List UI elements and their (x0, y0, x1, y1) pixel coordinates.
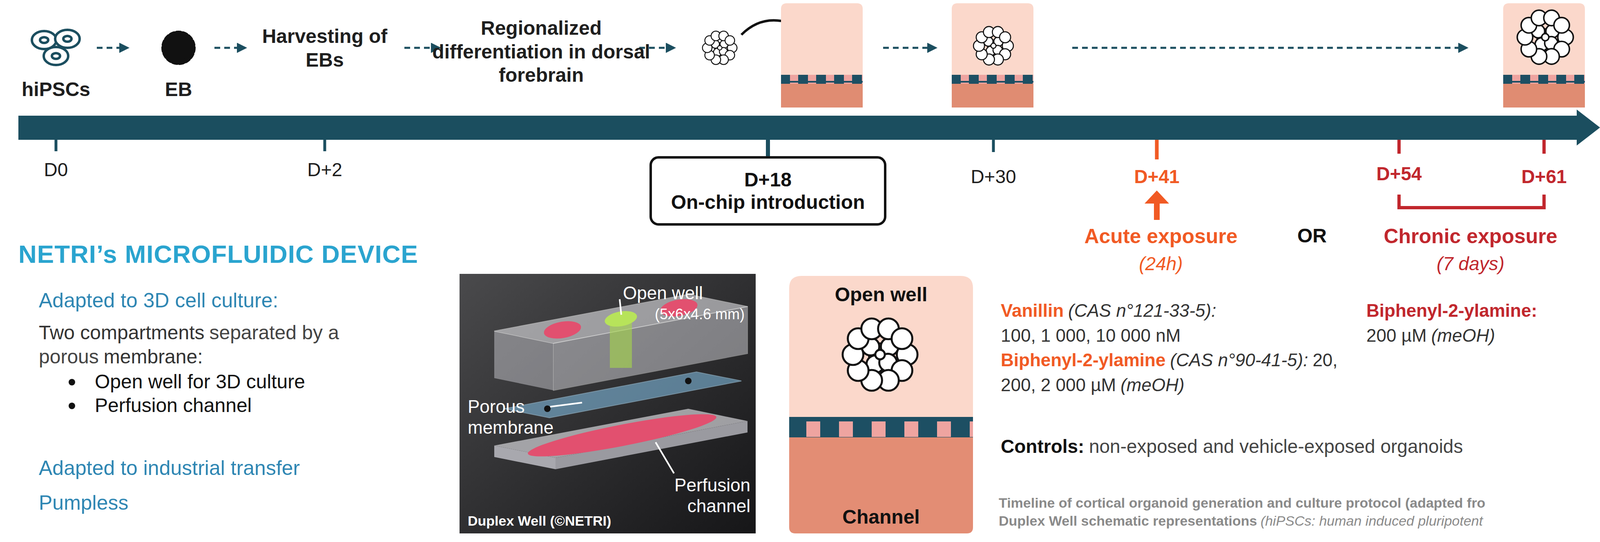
label-text: Adapted to 3D cell culture: (38, 287, 279, 313)
label-text: Two compartments (38, 321, 205, 344)
label-text: EB (165, 77, 193, 102)
label-text: D+54 (1376, 162, 1422, 186)
label-text: (CAS n°90-41-5): (1169, 349, 1308, 370)
label-text: D+61 (1521, 165, 1567, 188)
label-text: Biphenyl-2-ylamine (1000, 349, 1166, 370)
label-text: hiPSCs (21, 77, 91, 102)
label-text: Harvesting of EBs (259, 24, 391, 72)
label-text: separated by a (209, 321, 340, 344)
panel-text: Channel (842, 505, 920, 528)
label-text: D+2 (307, 158, 343, 181)
text-group: Vanillin(CAS n°121-33-5): 100, 1 000, 10 … (1000, 298, 1353, 398)
caption: Timeline of cortical organoid generation… (998, 494, 1486, 511)
photo-panel: Open well(5x6x4.6 mm) Porous membranePerf… (459, 273, 756, 534)
panel-text: Duplex Well (©NETRI) (467, 512, 612, 529)
label-text: membrane: (103, 345, 204, 368)
panel-text: Open well (834, 283, 928, 306)
label-text: (meOH) (1431, 325, 1496, 346)
text-group: Two compartmentsseparated by a porousmemb… (38, 320, 448, 369)
label-text: (CAS n°121-33-5): (1068, 300, 1217, 321)
label-text: (meOH) (1120, 374, 1185, 395)
label-text: (hiPSCs: human induced pluripotent (1260, 512, 1483, 529)
label-text: Vanillin (1000, 300, 1064, 321)
label-text: porous (38, 345, 99, 368)
label-text: Duplex Well schematic representations (998, 512, 1257, 529)
label-text: Regionalized differentiation in dorsal f… (426, 16, 656, 88)
label-text: Chronic exposure (1383, 223, 1558, 249)
label-text: Adapted to industrial transfer (38, 455, 300, 480)
box-text: On-chip introduction (651, 190, 884, 214)
label-text: Pumpless (38, 490, 129, 515)
timeline-box: D+18On-chip introduction (649, 156, 887, 226)
text-group: Biphenyl-2-ylamine: 200 µM(meOH) (1366, 298, 1596, 348)
label-text: (7 days) (1436, 252, 1505, 275)
label-text: 100, 1 000, 10 000 nM (1000, 325, 1181, 346)
label-text: Acute exposure (1084, 223, 1238, 249)
label-text: D+41 (1133, 165, 1180, 188)
panel-text: Porous membrane (467, 396, 574, 438)
label-text: Perfusion channel (94, 393, 252, 418)
label-text: non-exposed and vehicle-exposed organoid… (1088, 435, 1464, 457)
box-text: D+18 (651, 168, 884, 191)
panel-text: Open well (622, 282, 703, 304)
label-text: D0 (44, 158, 69, 181)
text-group: Timeline of cortical organoid generation… (998, 493, 1489, 530)
panel-text: (5x6x4.6 mm) (654, 305, 745, 323)
label-text: Controls: (1000, 435, 1085, 457)
text-group: Controls:non-exposed and vehicle-exposed… (1000, 435, 1468, 458)
panel-text: Perfusion channel (652, 474, 751, 516)
schematic-panel: Open wellChannel (789, 275, 973, 534)
section-title: NETRI’s MICROFLUIDIC DEVICE (18, 238, 419, 270)
label-text: Biphenyl-2-ylamine: (1366, 300, 1538, 321)
label-text: OR (1297, 223, 1327, 248)
label-text: D+30 (970, 165, 1016, 188)
label-text: (24h) (1138, 252, 1183, 275)
label-text: 200 µM (1366, 325, 1427, 346)
label-text: Open well for 3D culture (94, 369, 306, 394)
